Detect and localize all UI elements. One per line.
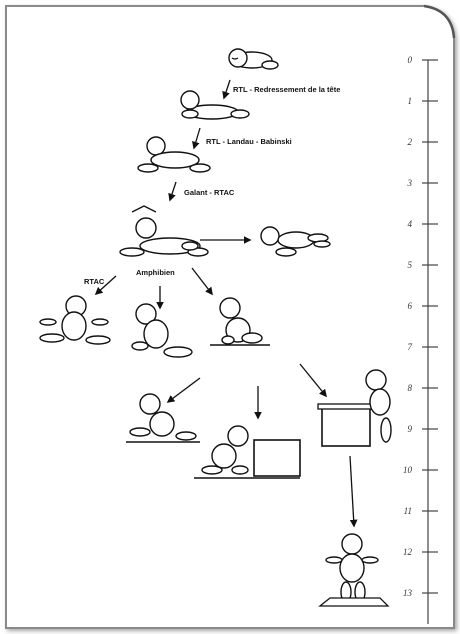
scale-tick-label: 2 [408, 137, 413, 147]
scale-tick-label: 9 [408, 424, 413, 434]
baby-landau [137, 136, 211, 173]
corner-fold [423, 4, 456, 39]
label-left-branch: RTAC [84, 277, 105, 286]
label-stage1: RTL - Redressement de la tête [233, 85, 340, 94]
arrow-stage1 [222, 79, 231, 100]
scale-tick-label: 6 [408, 301, 413, 311]
label-stage3: Galant - RTAC [184, 188, 235, 197]
baby-standing-table [317, 369, 392, 447]
arrow-to-sitting-spread [94, 275, 117, 296]
arrow-stage3 [168, 181, 177, 202]
scale-tick-label: 4 [408, 219, 413, 229]
scale-tick-label: 13 [403, 588, 413, 598]
baby-sitting-support [131, 303, 193, 358]
arrow-to-standing-table [299, 363, 327, 398]
high-table [321, 405, 371, 447]
baby-prone-forearms [119, 205, 209, 257]
arrow-to-walking [349, 455, 358, 528]
label-stage2: RTL - Landau - Babinski [206, 137, 292, 146]
scale-tick-label: 3 [407, 178, 413, 188]
baby-sitting-spread [39, 295, 111, 345]
baby-supine [260, 226, 331, 257]
arrow-to-crawl-position [191, 267, 213, 296]
arrow-to-crawling [166, 377, 201, 403]
baby-standing-free [318, 533, 390, 607]
scale-tick-label: 8 [408, 383, 413, 393]
scale-tick-label: 0 [408, 55, 413, 65]
baby-lying-prone-0 [228, 48, 279, 70]
scale-tick-label: 12 [403, 547, 413, 557]
baby-at-low-table [194, 425, 301, 479]
scale-tick-label: 10 [403, 465, 413, 475]
scale-tick-label: 7 [408, 342, 413, 352]
scale-tick-label: 5 [408, 260, 413, 270]
label-center-branch: Amphibien [136, 268, 175, 277]
low-table [253, 439, 301, 477]
baby-hands-knees [210, 297, 270, 346]
baby-head-raised [180, 90, 250, 120]
baby-crawling [126, 393, 200, 443]
arrow-stage2 [192, 127, 201, 150]
floor-mat [318, 597, 390, 607]
scale-tick-label: 1 [408, 96, 413, 106]
scale-tick-label: 11 [404, 506, 412, 516]
